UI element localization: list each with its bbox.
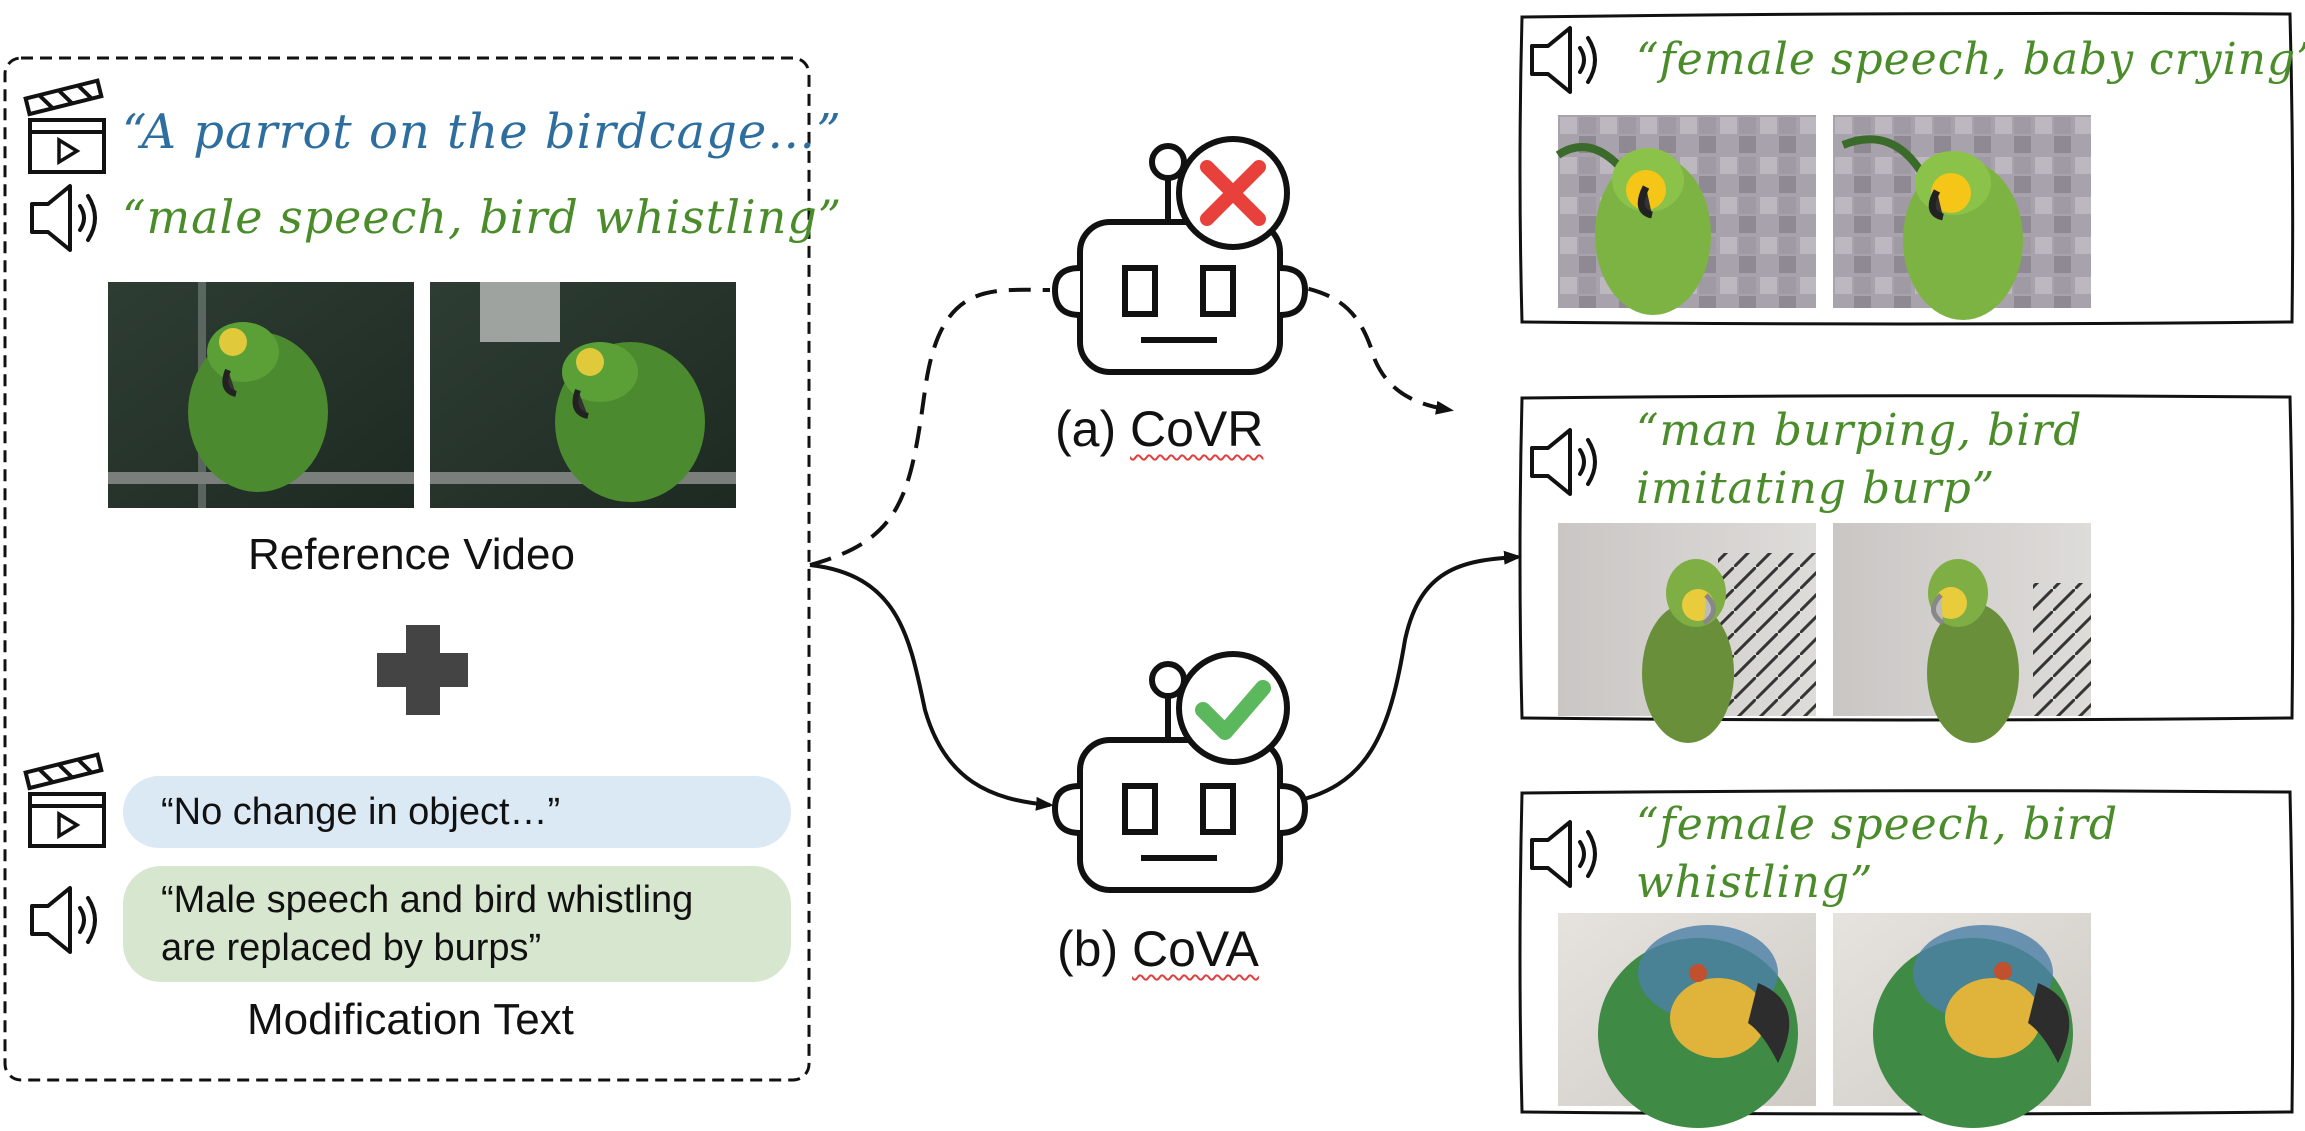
speaker-icon — [30, 886, 97, 954]
covr-label: (a) CoVR — [1055, 400, 1263, 458]
reference-video-frame — [430, 282, 736, 508]
result-1-frame — [1555, 115, 1816, 315]
modification-audio-text: “Male speech and bird whistling are repl… — [123, 866, 791, 982]
result-2-frame — [1833, 523, 2091, 743]
input-panel-border — [3, 56, 811, 1082]
arrow-to-covr — [809, 287, 1051, 567]
modification-text-label: Modification Text — [247, 995, 574, 1044]
speaker-icon — [1530, 820, 1597, 888]
result-box-1 — [1518, 11, 2295, 326]
speaker-icon — [1530, 428, 1597, 496]
speaker-icon — [1530, 26, 1597, 94]
result-1-caption: “female speech, baby crying” — [1636, 34, 2305, 85]
arrow-to-cova — [809, 563, 1054, 811]
robot-icon — [1051, 143, 1309, 375]
cova-method-name: CoVA — [1132, 921, 1259, 977]
check-mark-icon — [1176, 651, 1290, 765]
result-box-3 — [1518, 789, 2295, 1116]
clapperboard-icon — [23, 752, 106, 848]
wrong-mark-icon — [1176, 136, 1290, 250]
robot-icon — [1051, 661, 1309, 893]
covr-label-prefix: (a) — [1055, 401, 1130, 457]
arrow-from-covr — [1274, 281, 1454, 415]
result-2-frame — [1558, 523, 1816, 743]
result-1-frame — [1833, 115, 2091, 320]
clapperboard-icon — [23, 78, 106, 174]
reference-video-frame — [108, 282, 414, 508]
reference-audio-caption: “male speech, bird whistling” — [122, 190, 843, 244]
result-3-frame — [1558, 913, 1816, 1128]
plus-icon — [377, 625, 468, 715]
cova-label: (b) CoVA — [1057, 920, 1259, 978]
speaker-icon — [30, 184, 97, 252]
modification-video-text: “No change in object…” — [123, 776, 791, 848]
cova-label-prefix: (b) — [1057, 921, 1132, 977]
result-2-caption: “man burping, bird imitating burp” — [1636, 405, 2083, 514]
reference-video-label: Reference Video — [248, 530, 575, 579]
result-box-2 — [1518, 394, 2295, 722]
reference-video-caption: “A parrot on the birdcage…” — [122, 104, 842, 160]
arrow-from-cova — [1284, 550, 1522, 805]
covr-method-name: CoVR — [1130, 401, 1264, 457]
result-3-frame — [1833, 913, 2091, 1128]
result-3-caption: “female speech, bird whistling” — [1636, 799, 2119, 908]
